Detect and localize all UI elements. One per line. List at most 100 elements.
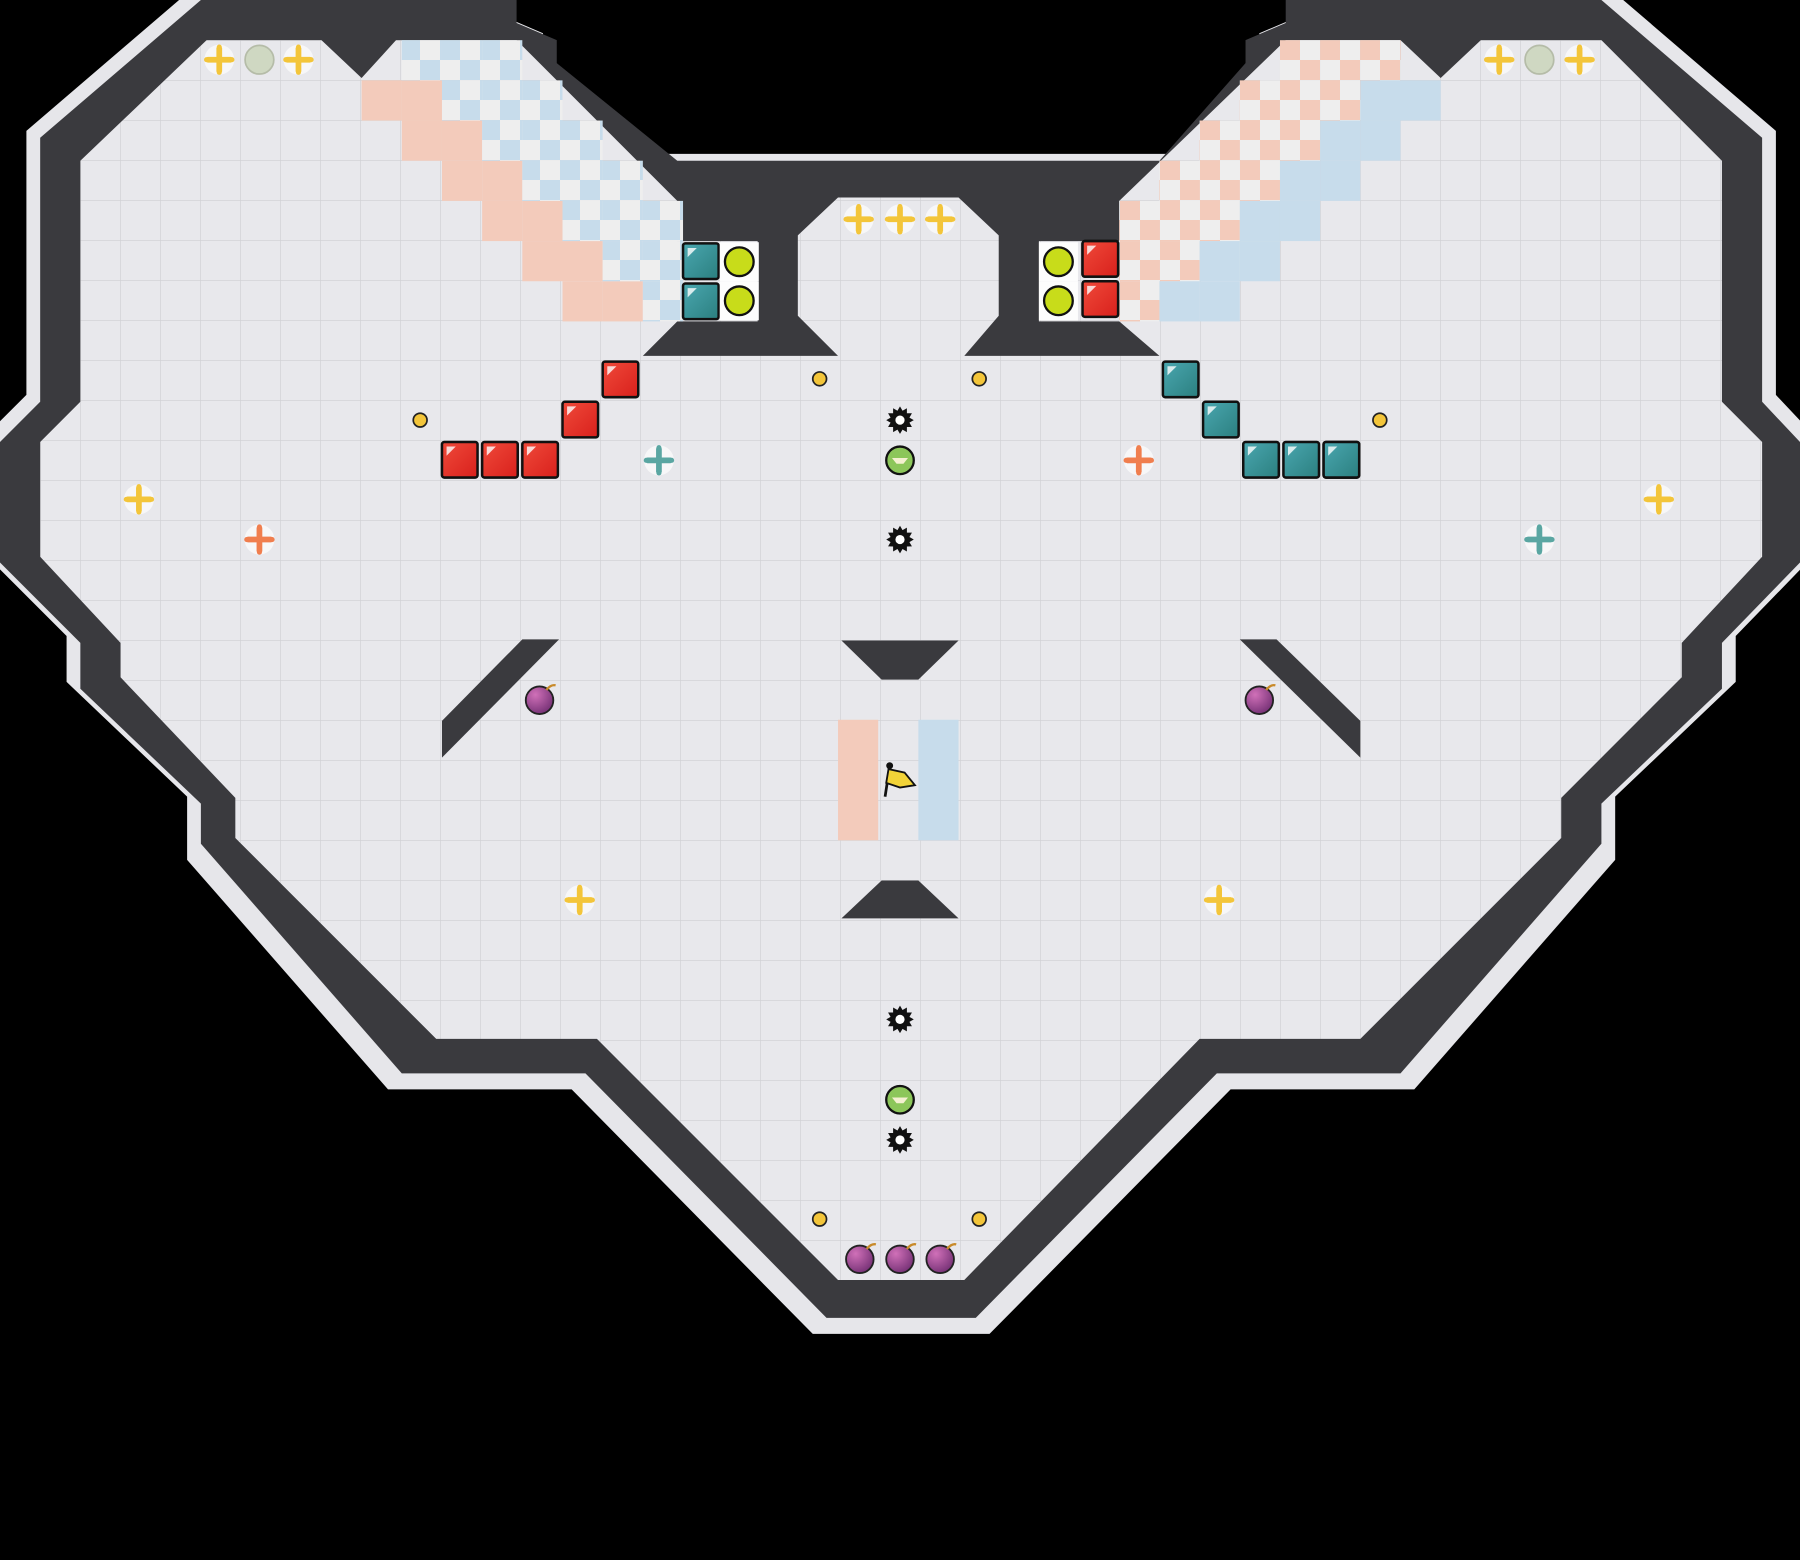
- orb-grin: [891, 458, 909, 464]
- red-checker-cell: [1320, 40, 1361, 81]
- red-block-icon[interactable]: [440, 440, 479, 479]
- spawn-disc-icon[interactable]: [244, 44, 275, 75]
- teal-block-icon[interactable]: [1201, 400, 1240, 439]
- bomb-icon[interactable]: [1244, 684, 1276, 715]
- red-checker-cell: [1239, 120, 1280, 161]
- lime-orb-icon[interactable]: [1038, 281, 1078, 321]
- orb-body: [723, 285, 755, 317]
- lime-orb-icon[interactable]: [719, 242, 759, 282]
- move-cross-icon[interactable]: [244, 524, 275, 555]
- inner-walls: [441, 316, 1361, 919]
- cross-tip: [295, 69, 301, 75]
- cross-tip: [216, 44, 222, 50]
- cross-tip: [1216, 910, 1222, 916]
- bomb-body: [885, 1244, 915, 1275]
- bomb-icon[interactable]: [524, 684, 556, 715]
- cross-h: [285, 56, 312, 63]
- move-cross-icon[interactable]: [204, 44, 235, 75]
- bomb-icon[interactable]: [925, 1243, 957, 1275]
- teal-block-icon[interactable]: [1161, 360, 1200, 399]
- blue-checker-cell: [602, 160, 643, 201]
- red-checker-cell: [1360, 40, 1401, 81]
- left-diagonal-wall: [441, 639, 560, 758]
- red-block-icon[interactable]: [561, 400, 600, 439]
- saw-gear-icon[interactable]: [886, 1126, 914, 1154]
- move-cross-icon[interactable]: [1524, 524, 1555, 555]
- block-shine: [1087, 285, 1097, 296]
- cross-tip: [283, 57, 289, 63]
- cross-tip: [1656, 509, 1662, 515]
- move-cross-icon[interactable]: [924, 204, 956, 235]
- blue-checker-cell: [482, 120, 523, 161]
- cross-tip: [577, 884, 583, 890]
- cross-h: [567, 897, 593, 903]
- move-cross-icon[interactable]: [1484, 44, 1515, 75]
- coin-icon[interactable]: [811, 371, 828, 387]
- cross-tip: [937, 204, 943, 210]
- red-block-icon[interactable]: [601, 360, 640, 399]
- red-checker-cell: [1159, 160, 1200, 201]
- blue-checker-cell: [602, 241, 643, 282]
- lime-orb-icon[interactable]: [719, 281, 759, 321]
- teal-block-icon[interactable]: [681, 282, 720, 321]
- move-cross-icon[interactable]: [643, 445, 675, 476]
- saw-gear-icon[interactable]: [886, 525, 914, 554]
- cross-tip: [884, 216, 890, 222]
- cross-tip: [577, 910, 583, 916]
- move-cross-icon[interactable]: [1643, 484, 1675, 515]
- saw-gear-icon[interactable]: [886, 1005, 914, 1034]
- lime-orb-icon[interactable]: [1038, 242, 1078, 282]
- spawn-disc-icon[interactable]: [1524, 44, 1555, 75]
- coin-icon[interactable]: [811, 1211, 828, 1227]
- saw-gear-icon[interactable]: [886, 406, 914, 434]
- green-orb-icon[interactable]: [885, 445, 915, 476]
- coin-icon[interactable]: [971, 1211, 987, 1227]
- bomb-icon[interactable]: [885, 1243, 917, 1275]
- cross-tip: [216, 69, 222, 75]
- cross-tip: [950, 216, 956, 222]
- bomb-fuse: [946, 1243, 957, 1250]
- bomb-icon[interactable]: [845, 1243, 877, 1275]
- move-cross-icon[interactable]: [843, 204, 874, 235]
- cross-tip: [269, 537, 275, 543]
- cross-tip: [1203, 897, 1209, 903]
- cross-tip: [256, 524, 262, 530]
- red-block-icon[interactable]: [521, 440, 560, 479]
- red-checker-cell: [1119, 281, 1160, 322]
- cross-tip: [1643, 496, 1649, 502]
- move-cross-icon[interactable]: [564, 884, 595, 916]
- block-shine: [526, 446, 537, 456]
- bomb-fuse: [865, 1243, 877, 1250]
- move-cross-icon[interactable]: [1123, 445, 1154, 476]
- coin-icon[interactable]: [1372, 412, 1388, 428]
- move-cross-icon[interactable]: [1203, 884, 1235, 916]
- green-orb-icon[interactable]: [885, 1084, 915, 1115]
- coin-icon[interactable]: [412, 412, 428, 428]
- teal-block-icon[interactable]: [681, 242, 720, 281]
- red-block-icon[interactable]: [1081, 239, 1120, 278]
- red-zone-cell: [361, 80, 402, 121]
- goal-flag-icon[interactable]: [883, 762, 917, 797]
- teal-block-icon[interactable]: [1322, 440, 1361, 479]
- teal-block-icon[interactable]: [1241, 440, 1281, 479]
- move-cross-icon[interactable]: [123, 484, 155, 515]
- move-cross-icon[interactable]: [283, 44, 314, 75]
- coin-icon[interactable]: [971, 371, 987, 387]
- move-cross-icon[interactable]: [1564, 44, 1595, 75]
- move-cross-icon[interactable]: [884, 204, 916, 235]
- red-block-icon[interactable]: [480, 440, 519, 479]
- teal-block-icon[interactable]: [1282, 440, 1321, 479]
- blue-checker-cell: [482, 40, 523, 81]
- cross-h: [126, 496, 152, 503]
- cross-tip: [136, 509, 142, 515]
- cross-tip: [1536, 524, 1542, 530]
- cross-h: [1566, 56, 1593, 63]
- red-zone-cell: [441, 160, 483, 201]
- entities[interactable]: [123, 44, 1675, 1275]
- cross-tip: [1123, 457, 1129, 463]
- red-checker-cell: [1279, 40, 1321, 81]
- red-block-icon[interactable]: [1081, 279, 1120, 319]
- cross-tip: [1148, 457, 1154, 463]
